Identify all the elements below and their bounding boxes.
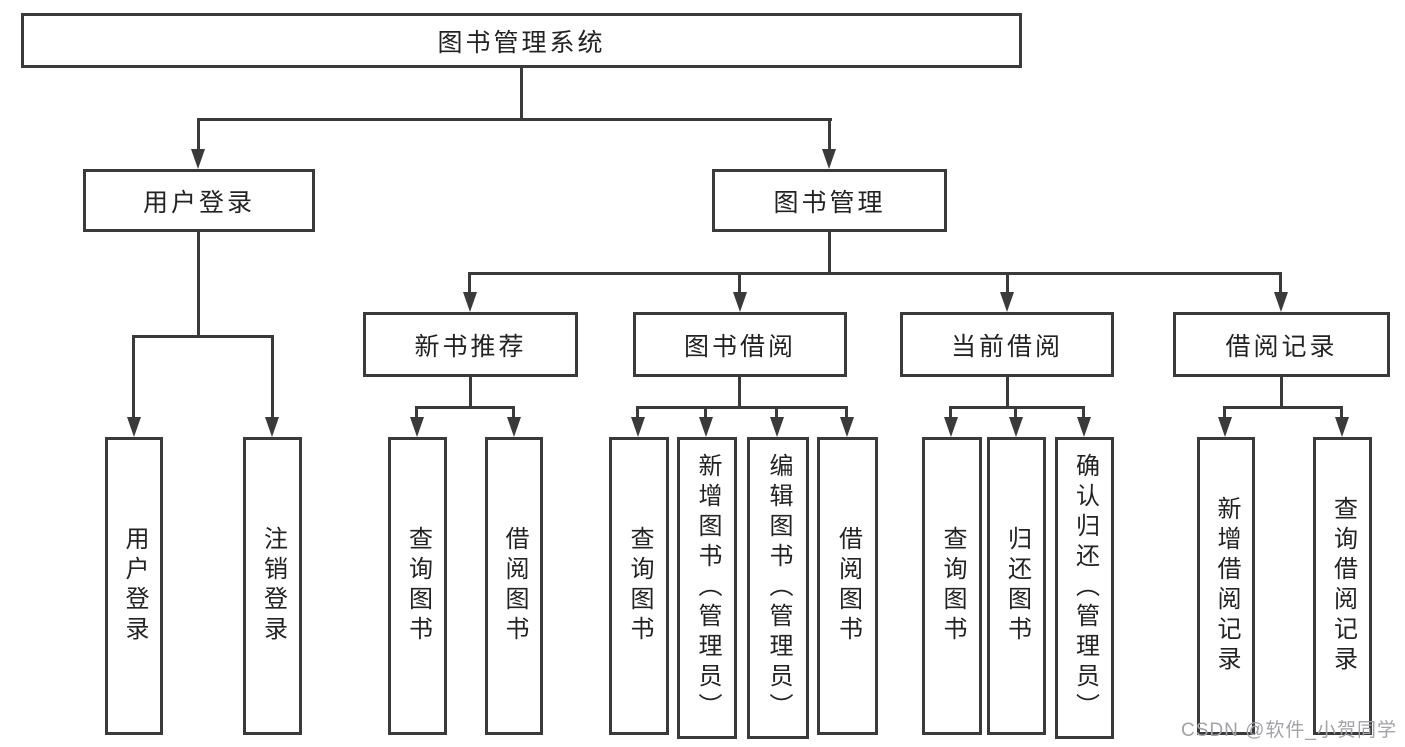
node-current-borrow: 当前借阅 xyxy=(900,312,1114,377)
connector-book-mgmt-stem xyxy=(828,232,831,272)
leaf-borrow-books-borrow: 借阅图书 xyxy=(817,437,878,735)
arrowhead-icon xyxy=(1218,417,1232,437)
connector-current-child-stem xyxy=(949,406,952,419)
node-new-book-recommend: 新书推荐 xyxy=(363,312,578,377)
leaf-edit-book-admin: 编辑图书（管理员） xyxy=(747,437,809,739)
connector-borrow-child-stem xyxy=(845,406,848,419)
arrowhead-icon xyxy=(1274,292,1288,312)
arrowhead-icon xyxy=(631,417,645,437)
connector-recommend-hbar xyxy=(415,406,515,409)
connector-book-mgmt-hbar xyxy=(468,272,1282,275)
leaf-add-book-admin: 新增图书（管理员） xyxy=(677,437,737,739)
connector-recommend-child-stem xyxy=(415,406,418,419)
arrowhead-icon xyxy=(1009,417,1023,437)
connector-book-mgmt-child-stem xyxy=(1279,272,1282,294)
connector-root-right-stem xyxy=(828,118,831,150)
leaf-logout: 注销登录 xyxy=(243,437,302,735)
arrowhead-icon xyxy=(191,149,205,169)
connector-borrow-child-stem xyxy=(775,406,778,419)
arrowhead-icon xyxy=(507,417,521,437)
connector-records-hbar xyxy=(1223,406,1343,409)
arrowhead-icon xyxy=(770,417,784,437)
connector-records-stem xyxy=(1280,377,1283,406)
arrowhead-icon xyxy=(1000,292,1014,312)
leaf-return-book: 归还图书 xyxy=(987,437,1046,735)
connector-book-mgmt-child-stem xyxy=(1006,272,1009,294)
leaf-query-books-recommend-label: 查询图书 xyxy=(404,526,432,646)
arrowhead-icon xyxy=(840,417,854,437)
arrowhead-icon xyxy=(265,417,279,437)
arrowhead-icon xyxy=(822,149,836,169)
node-book-borrow-label: 图书借阅 xyxy=(683,332,796,361)
connector-user-login-stem xyxy=(197,232,200,335)
leaf-edit-book-admin-label: 编辑图书（管理员） xyxy=(765,453,792,723)
leaf-add-book-admin-label: 新增图书（管理员） xyxy=(694,453,721,723)
arrowhead-icon xyxy=(463,292,477,312)
node-borrow-records: 借阅记录 xyxy=(1173,312,1390,377)
node-book-management: 图书管理 xyxy=(712,169,947,232)
node-borrow-records-label: 借阅记录 xyxy=(1225,332,1338,361)
connector-book-mgmt-child-stem xyxy=(738,272,741,294)
connector-user-login-child-stem xyxy=(132,335,135,418)
arrowhead-icon xyxy=(1335,417,1349,437)
leaf-confirm-return-admin: 确认归还（管理员） xyxy=(1055,437,1114,739)
connector-root-stem xyxy=(520,68,523,118)
connector-borrow-stem xyxy=(738,377,741,406)
arrowhead-icon xyxy=(944,417,958,437)
leaf-borrow-books-recommend: 借阅图书 xyxy=(485,437,543,735)
connector-book-mgmt-child-stem xyxy=(468,272,471,294)
leaf-query-borrow-record-label: 查询借阅记录 xyxy=(1329,496,1357,676)
leaf-query-books-current: 查询图书 xyxy=(922,437,982,735)
leaf-return-book-label: 归还图书 xyxy=(1003,526,1031,646)
node-current-borrow-label: 当前借阅 xyxy=(950,332,1063,361)
csdn-watermark: CSDN @软件_小贺同学 xyxy=(1181,720,1397,741)
node-book-management-label: 图书管理 xyxy=(773,188,886,217)
leaf-query-books-current-label: 查询图书 xyxy=(939,526,966,646)
connector-records-child-stem xyxy=(1223,406,1226,419)
arrowhead-icon xyxy=(410,417,424,437)
node-new-book-recommend-label: 新书推荐 xyxy=(414,332,527,361)
connector-current-stem xyxy=(1006,377,1009,406)
arrowhead-icon xyxy=(733,292,747,312)
connector-current-child-stem xyxy=(1014,406,1017,419)
leaf-add-borrow-record: 新增借阅记录 xyxy=(1197,437,1255,735)
leaf-logout-label: 注销登录 xyxy=(259,526,287,646)
leaf-user-login-label: 用户登录 xyxy=(121,526,148,646)
connector-root-hbar xyxy=(197,118,832,121)
node-user-login-label: 用户登录 xyxy=(142,188,255,217)
arrowhead-icon xyxy=(699,417,713,437)
connector-borrow-child-stem xyxy=(704,406,707,419)
root-box-library-management-system: 图书管理系统 xyxy=(21,13,1022,68)
connector-borrow-hbar xyxy=(636,406,848,409)
leaf-borrow-books-borrow-label: 借阅图书 xyxy=(834,526,862,646)
leaf-query-books-borrow-label: 查询图书 xyxy=(626,526,653,646)
leaf-add-borrow-record-label: 新增借阅记录 xyxy=(1213,496,1240,676)
connector-current-hbar xyxy=(949,406,1085,409)
connector-root-left-stem xyxy=(197,118,200,150)
leaf-borrow-books-recommend-label: 借阅图书 xyxy=(501,526,528,646)
arrowhead-icon xyxy=(127,417,141,437)
root-box-label: 图书管理系统 xyxy=(437,28,606,57)
node-book-borrow: 图书借阅 xyxy=(633,312,847,377)
leaf-query-books-borrow: 查询图书 xyxy=(609,437,669,735)
connector-recommend-stem xyxy=(469,377,472,406)
connector-records-child-stem xyxy=(1340,406,1343,419)
connector-current-child-stem xyxy=(1082,406,1085,419)
connector-user-login-hbar xyxy=(132,335,274,338)
node-user-login: 用户登录 xyxy=(83,169,315,232)
arrowhead-icon xyxy=(1077,417,1091,437)
leaf-query-borrow-record: 查询借阅记录 xyxy=(1313,437,1372,735)
leaf-query-books-recommend: 查询图书 xyxy=(388,437,447,735)
connector-user-login-child-stem xyxy=(271,335,274,418)
connector-recommend-child-stem xyxy=(512,406,515,419)
leaf-user-login: 用户登录 xyxy=(105,437,163,735)
connector-borrow-child-stem xyxy=(636,406,639,419)
leaf-confirm-return-admin-label: 确认归还（管理员） xyxy=(1071,453,1099,723)
